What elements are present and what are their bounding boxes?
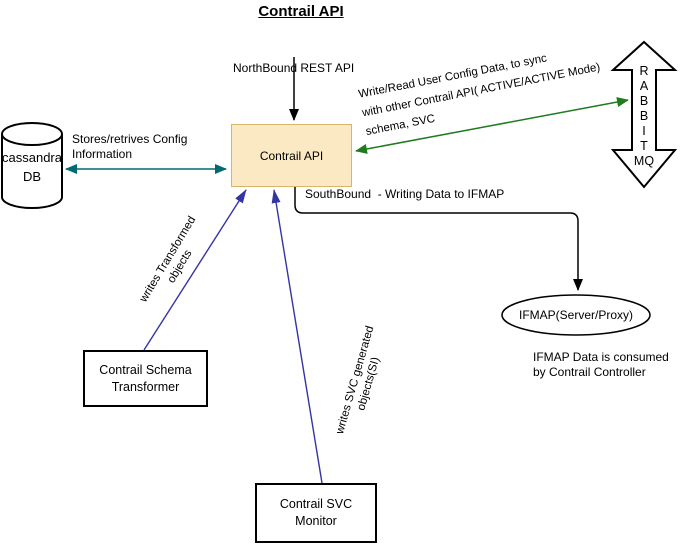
writes-svc-arrow — [271, 189, 323, 484]
northbound-label: NorthBound REST API — [233, 61, 355, 75]
stores-config-label: Stores/retrives Config Information — [72, 132, 188, 161]
rabbitmq-letter: B — [639, 94, 649, 108]
rabbitmq-letter: A — [639, 79, 649, 93]
ifmap-ellipse — [501, 294, 651, 336]
rabbitmq-label: R A B B I T MQ — [631, 64, 657, 169]
southbound-label: SouthBound - Writing Data to IFMAP — [305, 187, 505, 201]
cassandra-db-cylinder — [1, 122, 63, 209]
rabbitmq-shape — [610, 40, 678, 189]
contrail-api-label: Contrail API — [259, 148, 324, 163]
svc-monitor-box: Contrail SVC Monitor — [255, 483, 377, 543]
rabbitmq-letter: B — [639, 109, 649, 123]
writes-transformed-arrow — [143, 189, 247, 351]
rabbitmq-letter: T — [640, 139, 648, 153]
contrail-api-box: Contrail API — [231, 124, 352, 187]
cassandra-db-label: cassandra DB — [2, 150, 62, 184]
schema-transformer-box: Contrail Schema Transformer — [83, 350, 208, 407]
write-read-arrow — [355, 97, 629, 154]
diagram-title: Contrail API — [258, 3, 344, 20]
schema-transformer-label: Contrail Schema Transformer — [99, 362, 192, 394]
rabbitmq-letter: I — [642, 124, 646, 138]
ifmap-note: IFMAP Data is consumed by Contrail Contr… — [533, 350, 669, 379]
rabbitmq-letter: R — [639, 64, 649, 78]
ifmap-label: IFMAP(Server/Proxy) — [518, 308, 633, 322]
southbound-connector — [294, 187, 583, 291]
svc-monitor-label: Contrail SVC Monitor — [279, 497, 353, 528]
rabbitmq-letter: MQ — [633, 154, 655, 168]
